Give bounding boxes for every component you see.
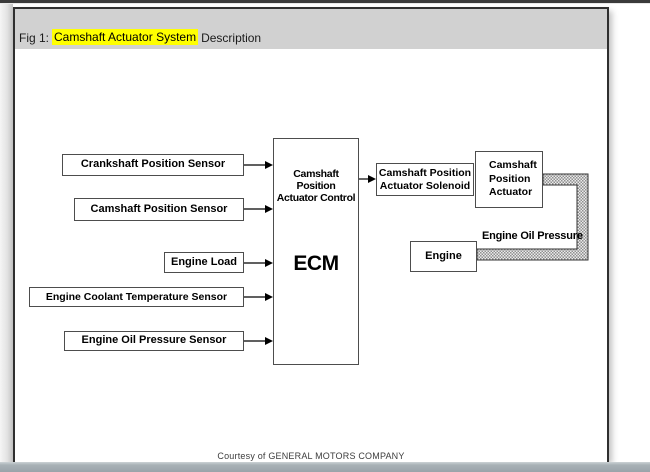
actuator-label-line1: Camshaft	[489, 158, 537, 171]
ecm-control-line1: Camshaft Position	[293, 168, 339, 193]
engine-label: Engine	[425, 249, 462, 262]
engine-coolant-temperature-sensor-box: Engine Coolant Temperature Sensor	[29, 287, 244, 307]
engine-oil-pressure-sensor-box: Engine Oil Pressure Sensor	[64, 331, 244, 351]
camshaft-position-sensor-box: Camshaft Position Sensor	[74, 198, 244, 221]
figure-title-highlighted-term: Camshaft Actuator System	[52, 29, 199, 45]
page-left-margin	[0, 4, 13, 462]
actuator-label-line2: Position	[489, 172, 531, 185]
figure-titlebar: Fig 1: Camshaft Actuator System Descript…	[15, 9, 607, 49]
engine-oil-pressure-pipe-label: Engine Oil Pressure	[482, 230, 583, 242]
camshaft-position-actuator-solenoid-box: Camshaft Position Actuator Solenoid	[376, 163, 474, 196]
ecm-box: Camshaft Position Actuator Control ECM	[273, 138, 359, 365]
crankshaft-position-sensor-box: Crankshaft Position Sensor	[62, 154, 244, 176]
crankshaft-position-sensor-label: Crankshaft Position Sensor	[80, 158, 226, 171]
bottom-bar	[0, 462, 650, 472]
camshaft-position-sensor-label: Camshaft Position Sensor	[90, 202, 228, 215]
engine-coolant-temperature-sensor-label: Engine Coolant Temperature Sensor	[45, 290, 228, 303]
solenoid-label-line1: Camshaft Position	[378, 166, 472, 179]
actuator-label-line3: Actuator	[489, 186, 533, 199]
camshaft-position-actuator-box: Camshaft Position Actuator	[475, 151, 543, 208]
engine-box: Engine	[410, 241, 477, 272]
engine-oil-pressure-sensor-label: Engine Oil Pressure Sensor	[81, 334, 227, 347]
ecm-name-label: ECM	[293, 252, 339, 276]
ecm-control-line2: Actuator Control	[276, 192, 356, 205]
courtesy-text: Courtesy of GENERAL MOTORS COMPANY	[217, 451, 405, 461]
solenoid-label-line2: Actuator Solenoid	[379, 179, 471, 192]
top-edge-strip	[0, 0, 650, 4]
figure-title-prefix: Fig 1:	[19, 31, 50, 45]
engine-load-label: Engine Load	[171, 255, 237, 268]
engine-load-box: Engine Load	[164, 252, 244, 273]
ecm-control-text: Camshaft Position Actuator Control	[274, 168, 358, 204]
figure-title-suffix: Description	[201, 31, 262, 45]
